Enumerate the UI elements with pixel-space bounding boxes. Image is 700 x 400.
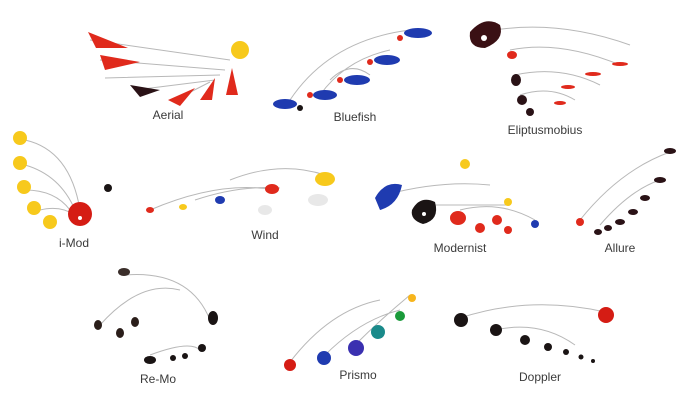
mobile-allure-image[interactable] (576, 148, 676, 235)
mobile-imod-image[interactable] (13, 131, 112, 229)
mobile-modernist-image[interactable] (375, 159, 539, 234)
mobile-label-eliptusmobius[interactable]: Eliptusmobius (507, 123, 583, 137)
mobile-bluefish-image[interactable] (273, 28, 432, 111)
mobile-doppler-image[interactable] (454, 304, 614, 363)
mobile-remo-image[interactable] (94, 268, 218, 364)
mobile-label-prismo[interactable]: Prismo (339, 368, 377, 382)
mobile-label-imod[interactable]: i-Mod (58, 236, 90, 250)
mobile-label-bluefish[interactable]: Bluefish (333, 110, 377, 124)
mobile-label-doppler[interactable]: Doppler (518, 370, 562, 384)
mobile-aerial-image[interactable] (88, 32, 249, 106)
mobile-eliptusmobius-image[interactable] (469, 21, 631, 116)
mobile-label-wind[interactable]: Wind (251, 228, 279, 242)
mobile-label-remo[interactable]: Re-Mo (139, 372, 177, 386)
mobile-prismo-image[interactable] (284, 294, 416, 371)
mobile-wind-image[interactable] (146, 168, 335, 215)
mobile-label-allure[interactable]: Allure (604, 241, 636, 255)
mobile-label-modernist[interactable]: Modernist (433, 241, 487, 255)
mobile-label-aerial[interactable]: Aerial (152, 108, 184, 122)
